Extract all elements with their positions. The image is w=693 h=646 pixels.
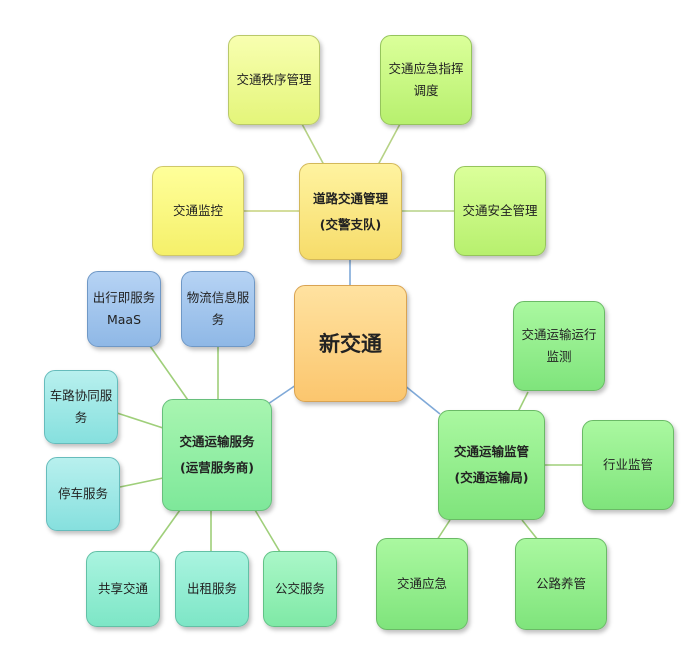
connector-sup-monitor [517,391,529,413]
leaf-bus-service-label: 公交服务 [274,581,325,596]
leaf-traffic-monitor: 交通监控 [152,166,244,256]
road-hub-subtitle: (交警支队) [319,216,382,232]
leaf-maas: 出行即服务MaaS [87,271,161,347]
leaf-logistics-info-label: 物流信息服务 [186,290,250,327]
connector-svc-share [149,509,181,553]
connector-road-order [301,123,325,166]
leaf-traffic-order: 交通秩序管理 [228,35,320,125]
leaf-parking-service-label: 停车服务 [57,486,108,501]
leaf-industry-supervision: 行业监管 [582,420,674,510]
leaf-traffic-monitor-label: 交通监控 [172,203,223,218]
connector-sup-road [521,519,539,541]
service-hub-subtitle: (运营服务商) [180,460,254,475]
connector-center-supervision [403,384,441,415]
service-hub-title: 交通运输服务 [179,434,255,449]
leaf-shared-mobility-label: 共享交通 [97,581,148,596]
connector-svc-maas [149,345,191,404]
transport-service-hub: 交通运输服务 (运营服务商) [162,399,272,511]
leaf-operation-monitoring-label: 交通运输运行监测 [521,327,597,364]
road-hub-title: 道路交通管理 [312,190,388,206]
leaf-transport-emergency-label: 交通应急 [396,576,447,591]
leaf-v2x-service: 车路协同服务 [44,370,118,444]
leaf-v2x-service-label: 车路协同服务 [49,388,113,425]
leaf-road-maintenance: 公路养管 [515,538,607,630]
leaf-maas-label: 出行即服务MaaS [92,290,156,327]
leaf-road-maintenance-label: 公路养管 [535,576,586,591]
connector-svc-v2x [116,412,164,429]
leaf-transport-emergency: 交通应急 [376,538,468,630]
connector-sup-emergency [436,519,451,541]
connector-svc-parking [119,477,164,488]
leaf-industry-supervision-label: 行业监管 [602,457,653,472]
supervision-hub-subtitle: (交通运输局) [454,470,529,485]
leaf-traffic-safety: 交通安全管理 [454,166,546,256]
center-node: 新交通 [294,285,407,402]
connector-svc-bus [254,509,281,553]
leaf-emergency-command: 交通应急指挥调度 [380,35,472,125]
leaf-taxi-service-label: 出租服务 [186,581,237,596]
connector-road-emergency [377,123,401,166]
leaf-logistics-info: 物流信息服务 [181,271,255,347]
leaf-shared-mobility: 共享交通 [86,551,160,627]
transport-supervision-hub: 交通运输监管 (交通运输局) [438,410,545,520]
connector-center-service [267,384,297,405]
center-label: 新交通 [319,331,382,356]
leaf-traffic-safety-label: 交通安全管理 [462,203,538,218]
road-management-hub: 道路交通管理 (交警支队) [299,163,402,260]
leaf-operation-monitoring: 交通运输运行监测 [513,301,605,391]
leaf-parking-service: 停车服务 [46,457,120,531]
leaf-traffic-order-label: 交通秩序管理 [236,72,312,87]
leaf-taxi-service: 出租服务 [175,551,249,627]
supervision-hub-title: 交通运输监管 [453,444,529,459]
leaf-bus-service: 公交服务 [263,551,337,627]
leaf-emergency-command-label: 交通应急指挥调度 [388,61,464,98]
